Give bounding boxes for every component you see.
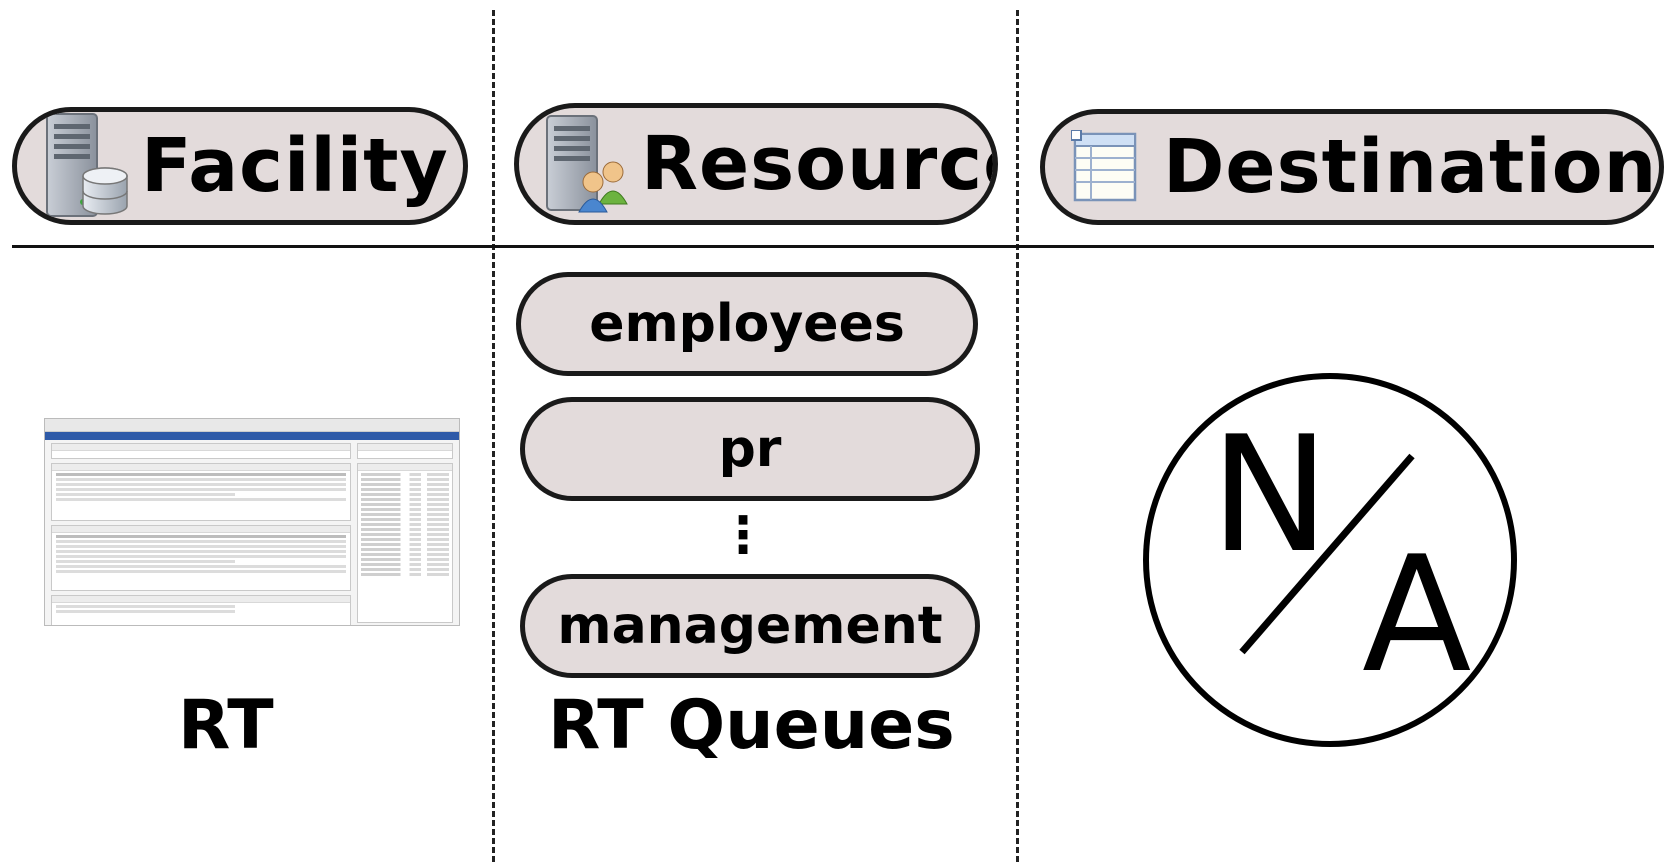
resources-label: Resources: [641, 121, 993, 207]
thumbnail-right-panel: [357, 443, 453, 623]
rt-screenshot-thumbnail: [44, 418, 460, 626]
thumbnail-left-panels: [51, 443, 351, 625]
server-users-icon: [545, 114, 637, 214]
resources-caption: RT Queues: [548, 686, 955, 765]
header-divider: [12, 245, 1654, 248]
thumbnail-menubar: [45, 419, 459, 432]
facility-caption: RT: [178, 686, 274, 765]
not-applicable-symbol: N A: [1140, 370, 1520, 750]
queue-pr: pr: [520, 397, 980, 501]
queue-employees: employees: [516, 272, 978, 376]
destinations-header: Destinations: [1040, 109, 1664, 225]
facility-header: Facility: [12, 107, 468, 225]
queue-ellipsis: ⋮: [718, 506, 768, 564]
queue-management: management: [520, 574, 980, 678]
divider-left: [492, 10, 495, 862]
table-list-icon: [1071, 130, 1139, 204]
destinations-label: Destinations: [1163, 124, 1664, 210]
thumbnail-titlebar: [45, 432, 459, 440]
divider-right: [1016, 10, 1019, 862]
na-letter-a: A: [1362, 521, 1471, 708]
facility-label: Facility: [141, 123, 449, 209]
server-database-icon: [45, 112, 131, 220]
na-letter-n: N: [1210, 401, 1330, 588]
resources-header: Resources: [514, 103, 998, 225]
